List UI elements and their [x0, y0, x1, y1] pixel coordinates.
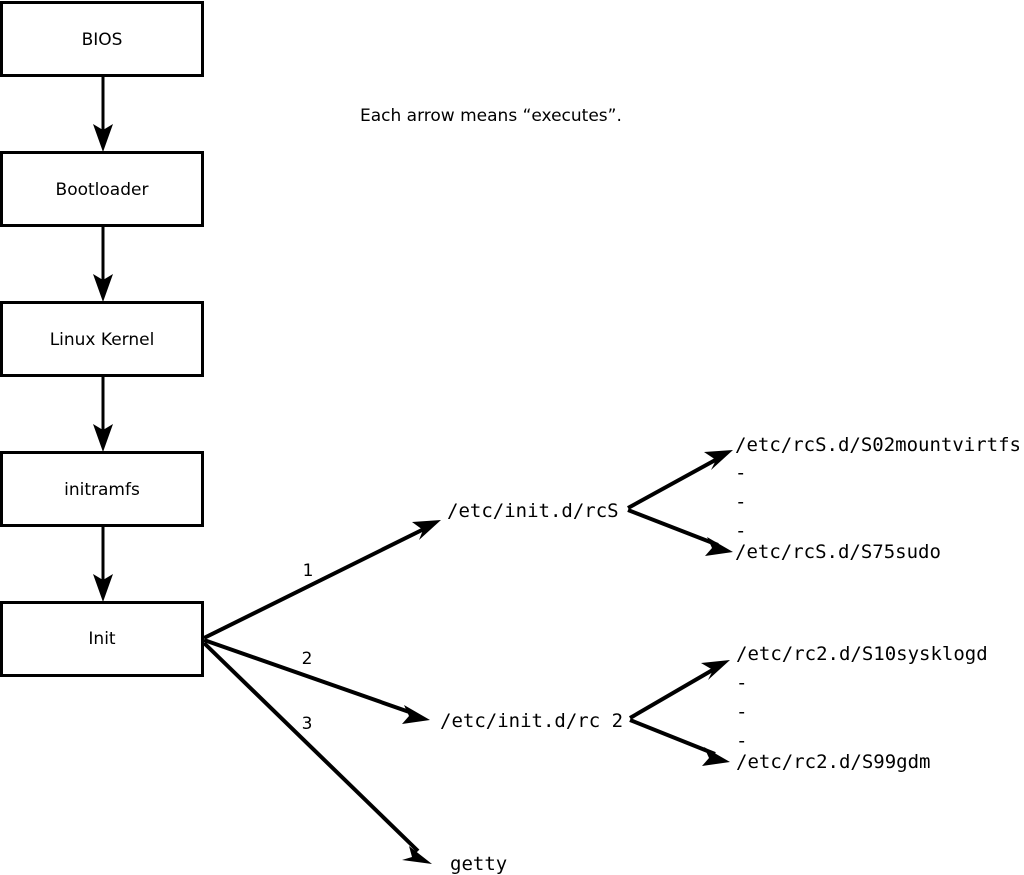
legend-note: Each arrow means “executes”. [360, 106, 622, 126]
rcs-script-last[interactable]: /etc/rcS.d/S75sudo [735, 541, 941, 563]
node-label-getty[interactable]: getty [450, 853, 507, 875]
arrow-kernel-to-initramfs [93, 376, 113, 452]
arrow-head-icon [93, 124, 113, 152]
arrow-rcs-to-first-script [627, 450, 733, 510]
box-initramfs-rect [0, 451, 204, 527]
box-bios[interactable]: BIOS [0, 1, 204, 77]
arrow-head-icon [701, 660, 730, 680]
arrow-head-icon [93, 574, 113, 602]
box-initramfs[interactable]: initramfs [0, 451, 204, 527]
rc2-script-last[interactable]: /etc/rc2.d/S99gdm [736, 751, 930, 773]
node-label-rc2[interactable]: /etc/init.d/rc 2 [440, 710, 623, 732]
rc2-ellipsis-dash-2: - [736, 701, 747, 723]
arrow-head-icon [702, 747, 730, 766]
box-bootloader-rect [0, 151, 204, 227]
box-bios-label: BIOS [82, 30, 123, 50]
box-bootloader[interactable]: Bootloader [0, 151, 204, 227]
rc2-ellipsis-dash-3: - [736, 730, 747, 752]
rc2-script-first[interactable]: /etc/rc2.d/S10sysklogd [736, 643, 988, 665]
arrow-init-to-rc2 [203, 638, 430, 724]
arrow-head-icon [93, 424, 113, 452]
arrow-head-icon [402, 705, 430, 724]
box-linux-kernel-label: Linux Kernel [50, 330, 155, 350]
rc2-ellipsis-dash-1: - [736, 672, 747, 694]
node-label-rcs[interactable]: /etc/init.d/rcS [447, 500, 619, 522]
arrow-bios-to-bootloader [93, 76, 113, 152]
edge-number-1: 1 [303, 561, 314, 581]
box-linux-kernel[interactable]: Linux Kernel [0, 301, 204, 377]
box-linux-kernel-rect [0, 301, 204, 377]
arrow-rc2-to-last-script [629, 718, 730, 766]
arrow-head-icon [704, 450, 733, 470]
box-init-label: Init [88, 629, 116, 649]
rcs-script-first[interactable]: /etc/rcS.d/S02mountvirtfs [735, 434, 1021, 456]
arrow-head-icon [412, 520, 441, 540]
arrow-initramfs-to-init [93, 526, 113, 602]
box-bios-rect [0, 1, 204, 77]
arrow-rcs-to-last-script [627, 508, 733, 556]
box-bootloader-label: Bootloader [56, 180, 149, 200]
arrow-head-icon [93, 274, 113, 302]
edge-number-2: 2 [302, 649, 313, 669]
edge-number-3: 3 [302, 714, 313, 734]
rcs-ellipsis-dash-3: - [735, 520, 746, 542]
arrow-init-to-rcs [203, 520, 441, 640]
box-initramfs-label: initramfs [64, 480, 140, 500]
rcs-ellipsis-dash-1: - [735, 462, 746, 484]
arrow-rc2-to-first-script [628, 660, 730, 720]
rcs-ellipsis-dash-2: - [735, 491, 746, 513]
arrow-init-to-getty [202, 641, 432, 864]
box-init[interactable]: Init [0, 601, 204, 677]
arrow-head-icon [402, 846, 432, 864]
box-init-rect [0, 601, 204, 677]
arrow-bootloader-to-kernel [93, 226, 113, 302]
arrow-head-icon [705, 537, 733, 556]
